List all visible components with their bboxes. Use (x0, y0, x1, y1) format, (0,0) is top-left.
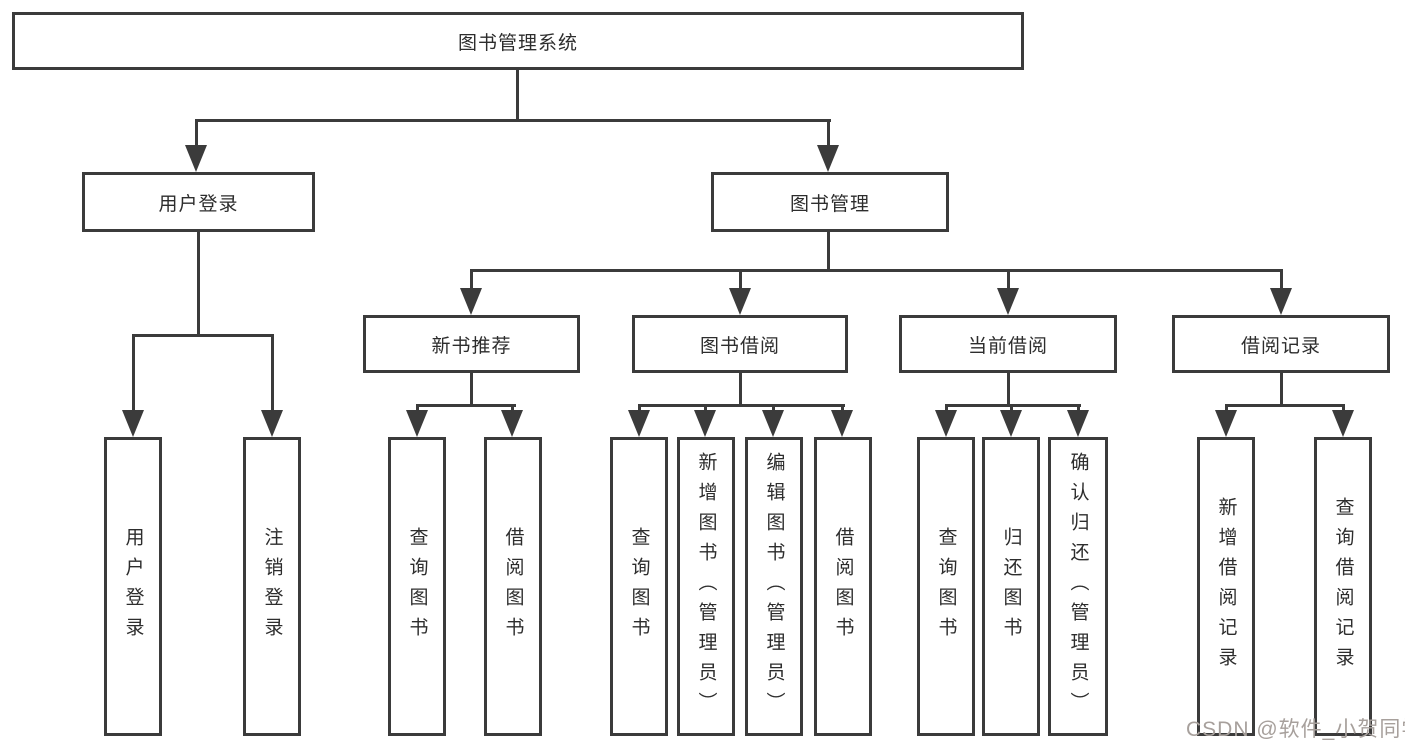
connector-line (195, 119, 198, 150)
connector-line (197, 232, 200, 337)
connector-arrowhead (1332, 410, 1354, 437)
connector-arrowhead (997, 288, 1019, 315)
connector-line (1007, 373, 1010, 407)
node-book-management: 图书管理 (711, 172, 949, 232)
node-library-system: 图书管理系统 (12, 12, 1024, 70)
connector-line (470, 269, 1283, 272)
connector-line (1225, 404, 1345, 407)
connector-line (739, 373, 742, 407)
connector-arrowhead (185, 145, 207, 172)
leaf-user-login: 用户登录 (104, 437, 162, 736)
connector-line (638, 404, 845, 407)
connector-arrowhead (935, 410, 957, 437)
leaf-current-confirm-return-admin: 确认归还（管理员） (1048, 437, 1108, 736)
connector-line (739, 269, 742, 293)
leaf-current-query-books: 查询图书 (917, 437, 975, 736)
node-borrow-records: 借阅记录 (1172, 315, 1390, 373)
connector-line (827, 119, 830, 150)
connector-line (271, 334, 274, 414)
connector-line (1007, 269, 1010, 293)
leaf-current-return-books: 归还图书 (982, 437, 1040, 736)
leaf-recommend-borrow-books: 借阅图书 (484, 437, 542, 736)
connector-line (132, 334, 135, 414)
leaf-records-query-record: 查询借阅记录 (1314, 437, 1372, 736)
connector-line (195, 119, 831, 122)
leaf-recommend-query-books: 查询图书 (388, 437, 446, 736)
connector-arrowhead (628, 410, 650, 437)
connector-arrowhead (817, 145, 839, 172)
connector-line (516, 70, 519, 121)
connector-line (827, 232, 830, 272)
connector-line (1280, 269, 1283, 293)
connector-arrowhead (1215, 410, 1237, 437)
connector-arrowhead (460, 288, 482, 315)
connector-line (132, 334, 274, 337)
node-new-book-recommend: 新书推荐 (363, 315, 580, 373)
connector-arrowhead (406, 410, 428, 437)
node-book-borrow: 图书借阅 (632, 315, 848, 373)
leaf-borrow-borrow-books: 借阅图书 (814, 437, 872, 736)
connector-line (470, 373, 473, 407)
connector-arrowhead (729, 288, 751, 315)
connector-line (1280, 373, 1283, 407)
connector-arrowhead (1067, 410, 1089, 437)
connector-arrowhead (831, 410, 853, 437)
connector-arrowhead (122, 410, 144, 437)
leaf-records-add-record: 新增借阅记录 (1197, 437, 1255, 736)
connector-arrowhead (1270, 288, 1292, 315)
node-current-borrow: 当前借阅 (899, 315, 1117, 373)
node-user-login: 用户登录 (82, 172, 315, 232)
connector-arrowhead (1000, 410, 1022, 437)
connector-line (470, 269, 473, 293)
connector-arrowhead (762, 410, 784, 437)
watermark: CSDN @软件_小贺同学 (1186, 718, 1405, 741)
leaf-borrow-edit-books-admin: 编辑图书（管理员） (745, 437, 803, 736)
leaf-borrow-query-books: 查询图书 (610, 437, 668, 736)
connector-line (945, 404, 1081, 407)
leaf-borrow-add-books-admin: 新增图书（管理员） (677, 437, 735, 736)
connector-arrowhead (694, 410, 716, 437)
connector-arrowhead (501, 410, 523, 437)
connector-arrowhead (261, 410, 283, 437)
connector-line (416, 404, 516, 407)
leaf-logout: 注销登录 (243, 437, 301, 736)
